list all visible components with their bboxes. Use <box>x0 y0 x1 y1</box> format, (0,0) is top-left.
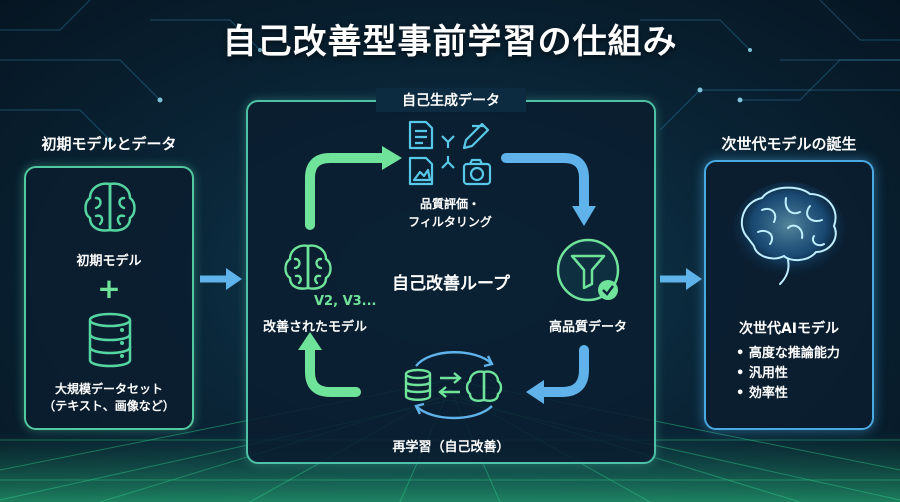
next-gen-section-heading: 次世代モデルの誕生 <box>721 135 857 153</box>
initial-model-label: 初期モデル <box>76 254 142 269</box>
feature-item: 高度な推論能力 <box>736 344 866 364</box>
dataset-label-line2: （テキスト、画像など） <box>43 399 175 413</box>
self-generated-data-tag: 自己生成データ <box>376 88 526 112</box>
feature-item: 効率性 <box>736 384 866 404</box>
improved-model-label: 改善されたモデル <box>262 320 367 335</box>
initial-section-heading: 初期モデルとデータ <box>41 135 177 153</box>
glowing-brain-icon <box>733 182 845 285</box>
version-label: V2, V3... <box>314 294 377 309</box>
quality-data-label: 高品質データ <box>548 320 627 335</box>
retrain-label: 再学習（自己改善） <box>392 440 510 455</box>
feature-item: 汎用性 <box>736 364 866 384</box>
filter-label-line2: フィルタリング <box>408 215 492 229</box>
loop-arrows <box>298 146 596 404</box>
dataset-label-line1: 大規模データセット <box>54 382 163 396</box>
feature-list: 高度な推論能力 汎用性 効率性 <box>736 344 866 404</box>
generated-data-icons <box>408 120 492 186</box>
filter-label-line1: 品質評価・ <box>419 197 480 211</box>
plus-sign: + <box>97 272 121 305</box>
brain-icon <box>284 244 332 290</box>
arrow-right-icon <box>200 268 242 290</box>
brain-icon <box>84 182 136 232</box>
next-gen-model-label: 次世代AIモデル <box>738 321 840 337</box>
database-icon <box>88 312 132 368</box>
funnel-check-icon <box>556 238 620 302</box>
arrow-right-icon <box>660 268 702 290</box>
database-brain-sync-icon <box>404 351 503 420</box>
page-title: 自己改善型事前学習の仕組み <box>222 22 678 62</box>
self-improvement-loop-label: 自己改善ループ <box>392 274 510 294</box>
